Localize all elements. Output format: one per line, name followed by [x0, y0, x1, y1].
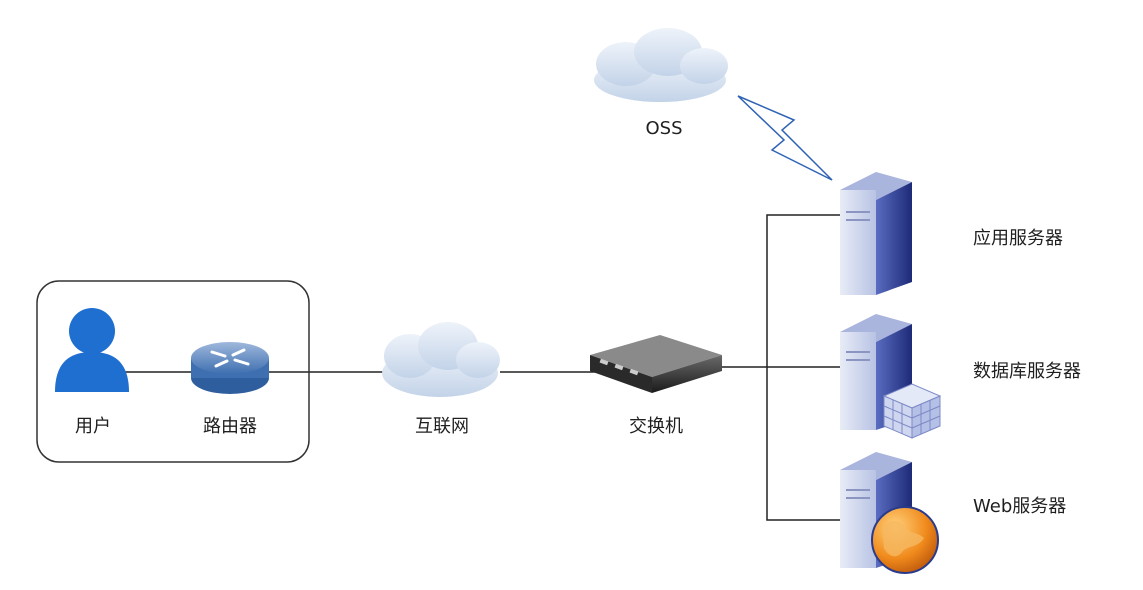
app-server-icon[interactable] — [840, 172, 912, 295]
internet-cloud-icon[interactable] — [382, 322, 500, 397]
db-server-label: 数据库服务器 — [973, 361, 1081, 382]
server-bus — [766, 214, 840, 521]
database-server-icon[interactable] — [840, 314, 942, 439]
switch-label: 交换机 — [629, 416, 683, 437]
switch-icon[interactable] — [590, 335, 722, 393]
user-icon[interactable] — [55, 308, 129, 392]
connection-lines — [118, 214, 840, 521]
internet-label: 互联网 — [415, 416, 469, 437]
oss-cloud-icon[interactable] — [594, 28, 728, 102]
wireless-link-icon — [737, 95, 833, 181]
app-server-label: 应用服务器 — [973, 228, 1063, 249]
router-label: 路由器 — [203, 416, 257, 437]
user-label: 用户 — [75, 416, 111, 437]
router-icon[interactable] — [191, 342, 269, 394]
database-cube-icon — [882, 383, 942, 439]
web-server-label: Web服务器 — [973, 496, 1067, 517]
web-server-icon[interactable] — [840, 452, 939, 574]
oss-label: OSS — [645, 118, 683, 139]
user-group-box — [36, 280, 310, 463]
globe-icon — [871, 506, 939, 574]
